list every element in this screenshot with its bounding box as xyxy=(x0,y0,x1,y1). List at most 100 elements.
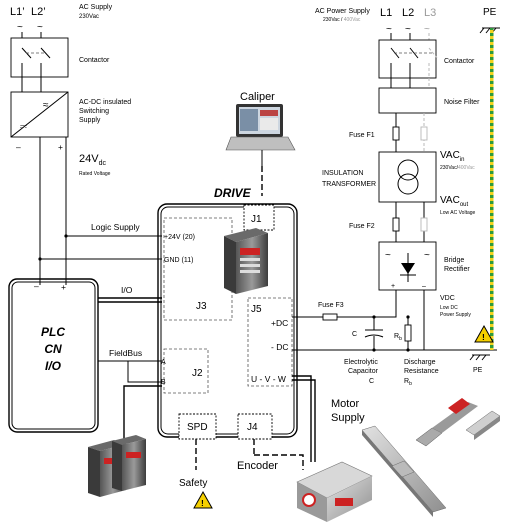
label-fuse-f3: Fuse F3 xyxy=(318,302,344,309)
label-pe-top: PE xyxy=(483,7,497,18)
label-vac-out-note: Low AC Voltage xyxy=(440,210,476,216)
label-psu-line3: Supply xyxy=(79,117,101,124)
label-j5: J5 xyxy=(251,304,262,315)
label-vac-in-voltage: 230Vac/400Vac xyxy=(440,165,475,171)
label-fieldbus: FieldBus xyxy=(109,348,142,358)
label-caliper: Caliper xyxy=(240,91,275,103)
noise-filter-box xyxy=(378,87,437,114)
plc-title-line1: PLC xyxy=(41,325,65,339)
right-supply-section: AC Power Supply 230Vac / 400Vac L1 L2 L3… xyxy=(292,7,500,387)
drive-bottom-connections: Safety ! Encoder Motor Supply xyxy=(179,375,365,509)
label-logic-supply: Logic Supply xyxy=(91,222,140,232)
label-rect-minus: – xyxy=(422,283,426,290)
transformer-icon xyxy=(397,159,419,195)
label-discharge-1: Discharge xyxy=(404,359,436,366)
label-io: I/O xyxy=(121,285,133,295)
label-discharge-2: Resistance xyxy=(404,368,439,375)
switch-icon xyxy=(21,47,51,77)
label-j4: J4 xyxy=(247,422,258,433)
label-rb: Rb xyxy=(394,333,402,342)
label-bridge-1: Bridge xyxy=(444,257,464,264)
contactor-left-box xyxy=(10,37,69,78)
ac-wave-icon: ~ xyxy=(405,24,411,35)
label-spd: SPD xyxy=(187,422,208,433)
ac-wave-icon: ~ xyxy=(17,22,23,33)
diode-icon xyxy=(400,253,416,282)
label-j3: J3 xyxy=(196,301,207,312)
pin-gnd: GND (11) xyxy=(164,257,193,264)
connector-spd xyxy=(178,413,217,440)
pin-b: B xyxy=(161,379,166,386)
ac-wave-icon: ~ xyxy=(424,250,430,261)
fuse-icon xyxy=(392,217,428,232)
ac-wave-icon: ~ xyxy=(386,24,392,35)
laptop-icon: Caliper xyxy=(225,91,296,196)
connector-j5 xyxy=(247,297,293,387)
plc-buses: I/O FieldBus xyxy=(98,285,162,470)
label-encoder: Encoder xyxy=(237,460,278,472)
label-plc-plus: + xyxy=(61,282,66,292)
label-cap-line3: C xyxy=(369,378,374,385)
ac-wave-icon: ≈ xyxy=(43,100,49,111)
label-psu-line2: Switching xyxy=(79,108,109,115)
label-contactor-left: Contactor xyxy=(79,57,110,64)
label-ac-power-supply: AC Power Supply xyxy=(315,8,370,15)
pin-plus-dc: +DC xyxy=(271,318,288,328)
label-vdc-note-2: Power Supply xyxy=(440,312,471,318)
label-psu-plus: + xyxy=(58,142,63,152)
svg-text:!: ! xyxy=(482,332,485,342)
pin-a: A xyxy=(161,359,166,366)
connector-j4 xyxy=(237,413,273,440)
plc-title-line2: CN xyxy=(44,342,62,356)
label-j2: J2 xyxy=(192,368,203,379)
label-rated-voltage: Rated Voltage xyxy=(79,171,111,177)
drive-title: DRIVE xyxy=(214,186,252,200)
label-fuse-f1: Fuse F1 xyxy=(349,132,375,139)
pin-minus-dc: - DC xyxy=(271,342,288,352)
connector-j2 xyxy=(163,348,209,394)
switch-icon xyxy=(390,47,438,78)
drive-unit-icon xyxy=(224,228,268,294)
dc-symbol-icon: ⎓ xyxy=(20,121,27,131)
label-psu-minus: – xyxy=(16,142,21,152)
svg-text:!: ! xyxy=(201,498,204,508)
warning-icon: ! xyxy=(193,490,213,509)
label-motor-supply-1: Motor xyxy=(331,398,359,410)
label-discharge-3: Rb xyxy=(404,378,412,387)
label-l1-right: L1 xyxy=(380,7,392,19)
label-l1-left: L1’ xyxy=(10,6,25,18)
label-cap-c: C xyxy=(352,331,357,338)
label-transformer-1: INSULATION xyxy=(322,170,364,177)
drive-block: DRIVE J1 +24V (20) GND (11) J3 A B J2 J5… xyxy=(157,186,298,440)
label-safety: Safety xyxy=(179,478,207,489)
label-bridge-2: Rectifier xyxy=(444,266,470,273)
ac-wave-icon: ~ xyxy=(385,250,391,261)
label-vdc: VDC xyxy=(440,295,455,302)
fuse-icon xyxy=(392,126,428,141)
linear-axis-icon xyxy=(361,398,501,517)
label-l2-left: L2’ xyxy=(31,6,46,18)
label-motor-supply-2: Supply xyxy=(331,412,365,424)
ac-wave-icon: ~ xyxy=(37,22,43,33)
label-pe-bottom: PE xyxy=(473,367,483,374)
ac-wave-icon: ~ xyxy=(424,24,430,35)
label-vac-out: VACout xyxy=(440,195,469,208)
label-ac-supply-voltage: 230Vac xyxy=(79,14,99,20)
fuse-icon xyxy=(322,313,338,321)
label-rect-plus: + xyxy=(391,283,395,290)
label-ac-supply: AC Supply xyxy=(79,4,113,11)
label-vac-in: VACin xyxy=(440,150,465,163)
label-l3-right: L3 xyxy=(424,7,436,19)
label-cap-line1: Electrolytic xyxy=(344,359,378,366)
label-contactor-right: Contactor xyxy=(444,58,475,65)
label-cap-line2: Capacitor xyxy=(348,368,379,375)
label-vdc-note-1: Low DC xyxy=(440,305,458,311)
label-j1: J1 xyxy=(251,214,262,225)
drive-unit-icon xyxy=(88,435,146,497)
label-transformer-2: TRANSFORMER xyxy=(322,181,376,188)
contactor-right-box xyxy=(378,39,437,79)
pin-uvw: U - V - W xyxy=(251,374,286,384)
capacitor-icon xyxy=(364,329,384,338)
pin-24v: +24V (20) xyxy=(164,234,195,241)
